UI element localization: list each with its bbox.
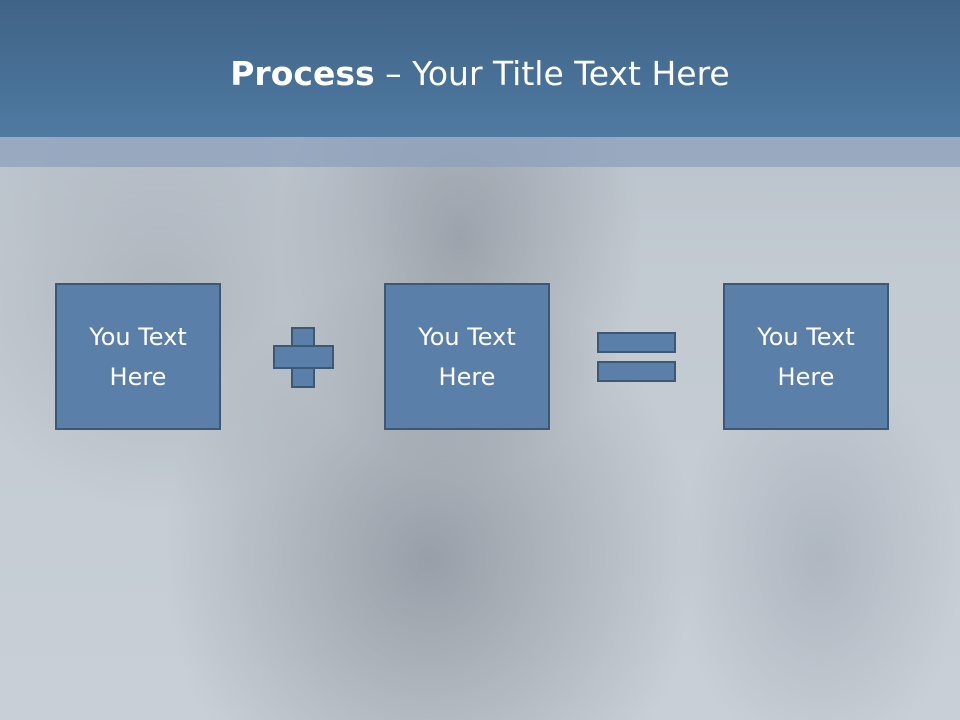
equals-icon-bottom-bar — [597, 361, 676, 382]
process-box-2[interactable]: You Text Here — [384, 283, 550, 430]
plus-icon-center — [293, 347, 313, 367]
equals-icon-top-bar — [597, 332, 676, 353]
process-box-2-text: You Text Here — [418, 322, 516, 391]
slide-title[interactable]: Process – Your Title Text Here — [0, 52, 960, 96]
process-box-3[interactable]: You Text Here — [723, 283, 889, 430]
title-bold: Process — [230, 54, 375, 93]
process-box-1-text: You Text Here — [89, 322, 187, 391]
title-rest: – Your Title Text Here — [374, 54, 730, 93]
process-box-1[interactable]: You Text Here — [55, 283, 221, 430]
process-box-3-text: You Text Here — [757, 322, 855, 391]
title-bar — [0, 0, 960, 137]
title-strip — [0, 137, 960, 167]
